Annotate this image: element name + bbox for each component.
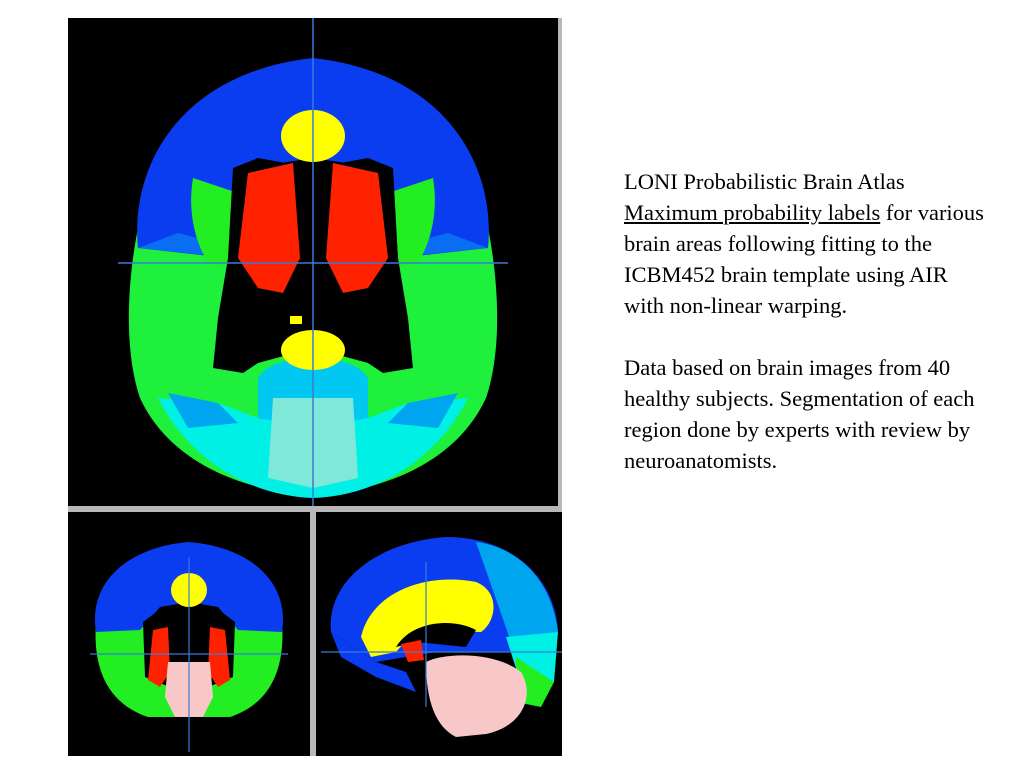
maximum-probability-labels-link[interactable]: Maximum probability labels (624, 200, 881, 225)
region-putamen-right (326, 163, 388, 293)
atlas-title: LONI Probabilistic Brain Atlas (624, 169, 905, 194)
region-insula-left (191, 178, 238, 268)
region-sagittal-orbital (331, 632, 416, 692)
region-insula-right (388, 178, 435, 268)
region-coronal-putamen-left (148, 627, 170, 687)
region-sagittal-parietal (476, 542, 558, 642)
region-occipital-lateral-right (388, 393, 458, 428)
region-putamen-left (238, 163, 300, 293)
region-sagittal-thalamus (401, 640, 424, 662)
region-sagittal-cingulate (361, 579, 494, 657)
description-paragraph: LONI Probabilistic Brain Atlas Maximum p… (624, 166, 984, 321)
coronal-view-pane[interactable] (68, 512, 310, 756)
description-text: for various brain areas following fittin… (624, 200, 984, 318)
region-occipital-lateral-left (168, 393, 238, 428)
region-coronal-putamen-right (208, 627, 230, 687)
sagittal-view-pane[interactable] (316, 512, 562, 756)
region-pineal (290, 316, 302, 324)
axial-brain-slice (118, 18, 508, 506)
atlas-viewer (68, 18, 562, 756)
atlas-description: LONI Probabilistic Brain Atlas Maximum p… (624, 166, 984, 476)
region-sagittal-brainstem (426, 655, 527, 737)
sagittal-brain-slice (321, 537, 562, 737)
axial-view-pane[interactable] (68, 18, 558, 506)
coronal-brain-slice (90, 542, 288, 752)
data-note-paragraph: Data based on brain images from 40 healt… (624, 355, 975, 473)
